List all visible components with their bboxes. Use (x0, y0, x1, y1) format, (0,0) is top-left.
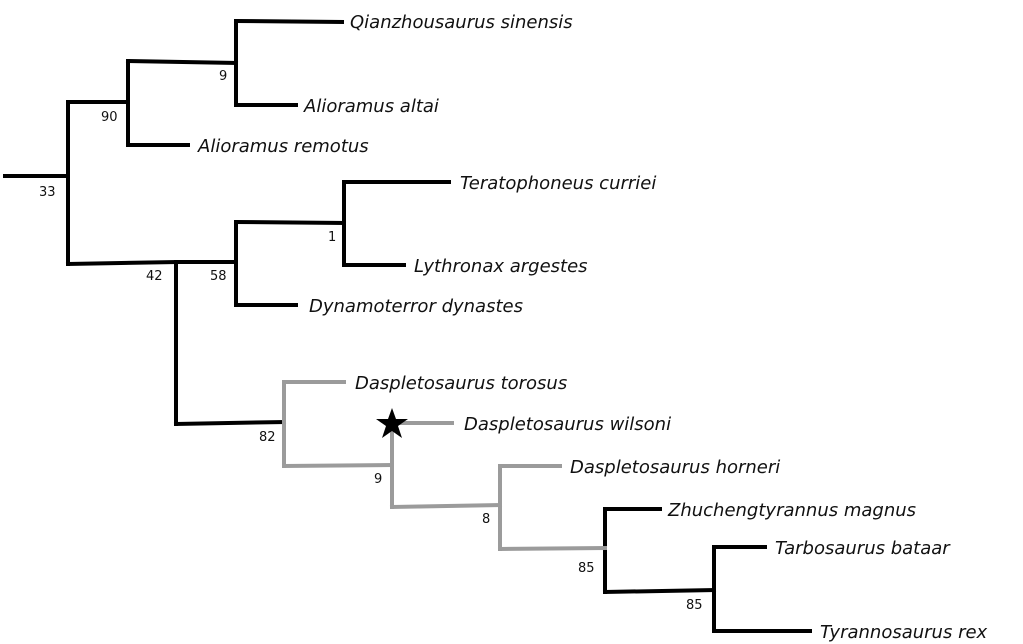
taxon-label: Zhuchengtyrannus magnus (667, 500, 916, 521)
star-icon (376, 408, 408, 438)
taxon-label: Dynamoterror dynastes (309, 296, 523, 317)
branch-to-node-85a (497, 545, 608, 552)
support-values: 33 90 9 42 58 1 82 9 8 85 85 (39, 69, 703, 613)
branch-to-node-9b (281, 462, 395, 469)
taxon-label: Daspletosaurus wilsoni (464, 414, 671, 435)
branch-to-node-8 (389, 502, 503, 510)
support-value: 85 (578, 561, 595, 576)
branch-to-node-82 (173, 419, 287, 427)
taxon-label: Tarbosaurus bataar (775, 538, 951, 559)
branch-to-node-42 (65, 259, 179, 267)
branches-black (3, 18, 812, 633)
taxon-label: Qianzhousaurus sinensis (350, 12, 573, 33)
support-value: 9 (219, 69, 227, 84)
taxon-label: Teratophoneus curriei (460, 173, 656, 194)
branches-gray (281, 380, 608, 552)
support-value: 33 (39, 185, 56, 200)
taxon-label: Daspletosaurus torosus (355, 373, 567, 394)
taxon-label: Alioramus remotus (197, 136, 369, 157)
branch-qianzhousaurus (233, 18, 345, 25)
support-value: 90 (101, 110, 118, 125)
support-value: 9 (374, 472, 382, 487)
branch-to-node-1 (233, 219, 347, 226)
support-value: 85 (686, 598, 703, 613)
branch-to-node-85b (602, 587, 717, 595)
support-value: 8 (482, 512, 490, 527)
support-value: 58 (210, 269, 227, 284)
taxon-label: Lythronax argestes (414, 256, 588, 277)
support-value: 42 (146, 269, 163, 284)
taxon-labels: Qianzhousaurus sinensis Alioramus altai … (197, 12, 988, 643)
taxon-label: Daspletosaurus horneri (570, 457, 780, 478)
support-value: 1 (328, 230, 336, 245)
taxon-label: Alioramus altai (303, 96, 439, 117)
taxon-label: Tyrannosaurus rex (820, 622, 988, 643)
branch-to-node-9a (125, 58, 239, 66)
support-value: 82 (259, 430, 276, 445)
